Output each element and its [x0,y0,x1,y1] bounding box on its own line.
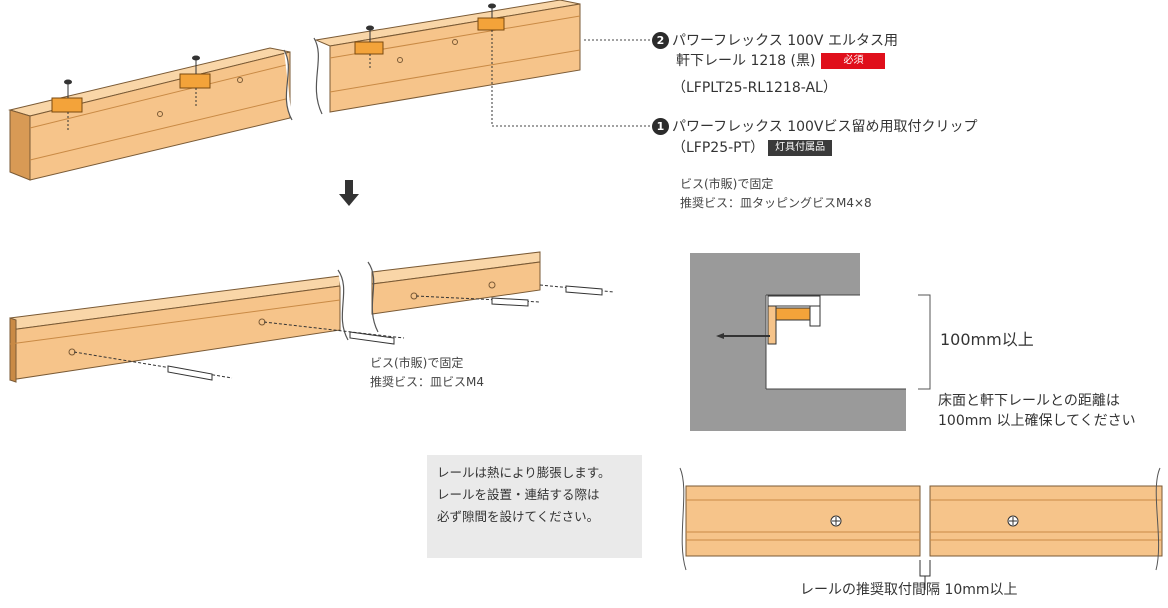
number-2-icon: 2 [652,32,669,49]
callout-2-code: （LFPLT25-RL1218-AL） [672,80,837,96]
step1-note-line2: 推奨ビス：皿タッピングビスM4×8 [680,196,872,210]
callout-1-line2: （LFP25-PT） [672,140,765,156]
number-1-icon: 1 [652,118,669,135]
expansion-gap-diagram [679,467,1163,590]
callout-2-line2: 軒下レール 1218 (黒) [676,53,816,69]
rail-with-clips [8,0,581,181]
rail-screwed [9,251,541,383]
step2-note-line2: 推奨ビス：皿ビスM4 [370,375,484,389]
callout-1-line1: パワーフレックス 100Vビス留め用取付クリップ [672,119,978,135]
expansion-note-line1: レールは熱により膨張します。 [437,465,611,480]
clip-3 [354,25,384,70]
section-desc-line2: 100mm 以上確保してください [938,413,1136,429]
callout-1-line2-row: （LFP25-PT）灯具付属品 [672,140,833,157]
step2-note-line1: ビス(市販)で固定 [370,356,464,370]
callout-2-line2-row: 軒下レール 1218 (黒) 必須 [676,53,886,70]
clip-4 [477,3,505,126]
clip-2 [179,55,211,106]
expansion-note: レールは熱により膨張します。 レールを設置・連結する際は 必ず隙間を設けてくださ… [427,455,642,558]
gap-label: レールの推奨取付間隔 10mm以上 [800,582,1018,598]
clip-1 [51,79,83,130]
screw-icon [73,284,615,381]
expansion-note-line2: レールを設置・連結する際は [437,487,600,502]
required-badge: 必須 [821,53,886,69]
section-desc-line1: 床面と軒下レールとの距離は [938,393,1120,409]
step1-note-line1: ビス(市販)で固定 [680,177,774,191]
expansion-note-line3: 必ず隙間を設けてください。 [437,509,600,524]
accessory-badge: 灯具付属品 [768,140,833,156]
callout-2-line1: パワーフレックス 100V エルタス用 [672,33,898,49]
height-label: 100mm以上 [940,330,1034,349]
cross-section [690,253,931,431]
arrow-down-icon [339,180,359,206]
